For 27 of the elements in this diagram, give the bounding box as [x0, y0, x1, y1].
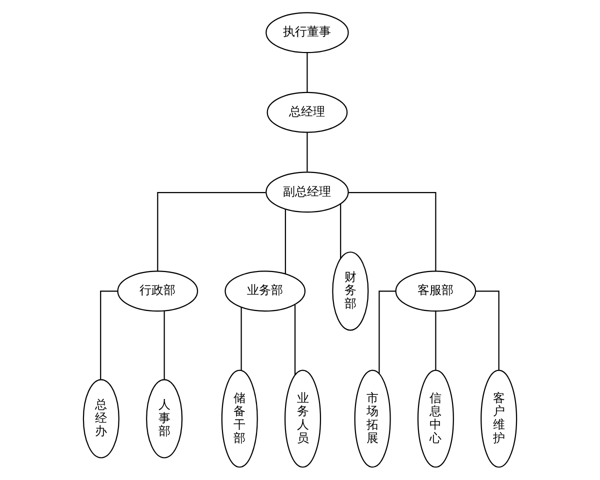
- node-ellipse: 总经办: [82, 379, 120, 458]
- connector: [294, 304, 296, 375]
- connector: [157, 192, 266, 272]
- connector: [435, 311, 436, 370]
- node-ellipse: 总经理: [266, 92, 348, 133]
- node-ellipse: 储备干部: [221, 370, 258, 468]
- connector: [306, 52, 308, 92]
- node-ellipse: 业务部: [224, 270, 306, 312]
- connector: [348, 192, 436, 272]
- connector: [164, 311, 165, 380]
- connector: [284, 209, 286, 274]
- connector: [100, 290, 118, 380]
- connector: [340, 204, 342, 258]
- node-ellipse: 行政部: [117, 270, 198, 312]
- node-ellipse: 执行董事: [266, 12, 349, 54]
- connector: [378, 290, 396, 374]
- node-ellipse: 信息中心: [417, 370, 454, 468]
- node-ellipse: 财务部: [332, 252, 369, 331]
- node-ellipse: 副总经理: [266, 172, 349, 213]
- node-ellipse: 业务人员: [284, 370, 322, 468]
- node-ellipse: 客服部: [395, 270, 476, 312]
- node-ellipse: 市场拓展: [354, 370, 391, 468]
- connector: [240, 307, 242, 370]
- connector: [476, 290, 500, 370]
- node-ellipse: 人事部: [146, 379, 183, 458]
- node-ellipse: 客户维护: [480, 370, 518, 468]
- connector: [306, 132, 308, 172]
